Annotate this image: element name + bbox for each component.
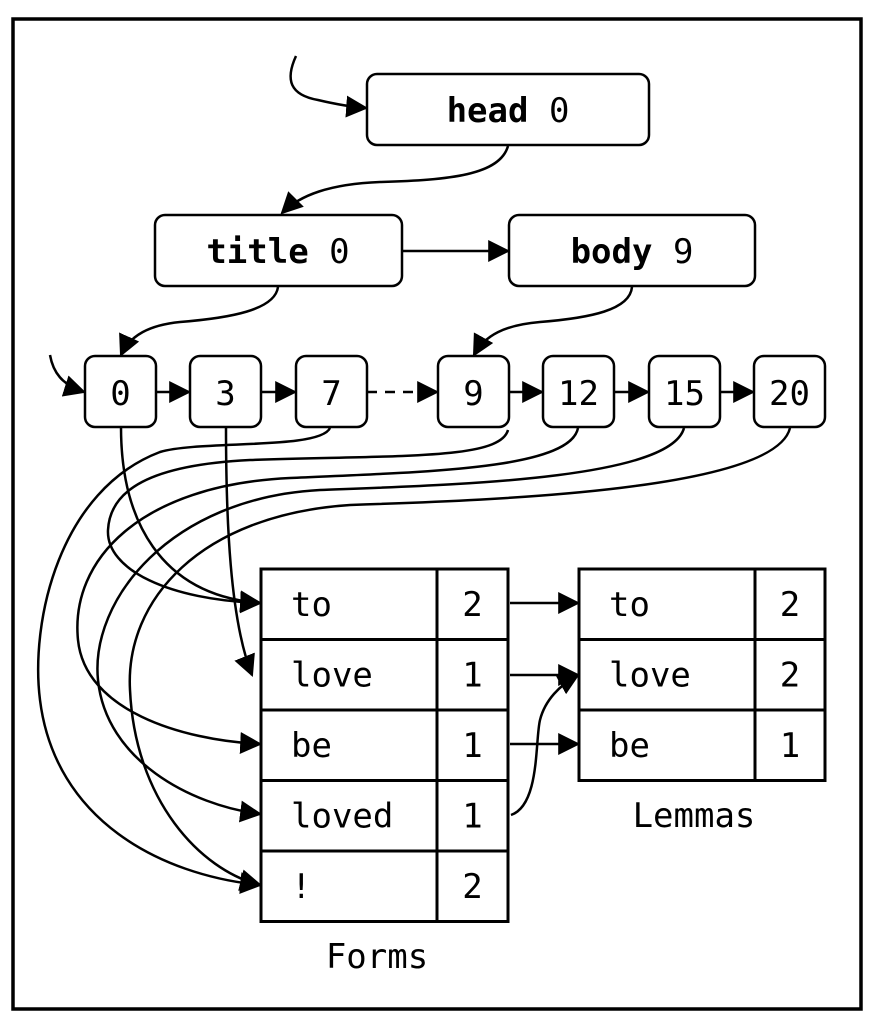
edge-token15-form-loved (96, 427, 686, 823)
lemmas-label: Lemmas (633, 796, 756, 836)
edge-token0-form-to (119, 426, 263, 613)
lemma-cell (577, 708, 757, 782)
form-cell (259, 849, 439, 923)
element-name: title (206, 232, 308, 272)
element-node-body: body 9 (507, 213, 757, 288)
token-offset: 12 (558, 374, 599, 414)
count-cell (435, 708, 510, 782)
token-node: 0 (83, 354, 158, 429)
token-offset: 3 (215, 374, 235, 414)
count-cell (435, 638, 510, 712)
forms-row: be 1 (259, 708, 510, 782)
lemma-count: 2 (780, 585, 800, 625)
token-node: 7 (294, 354, 369, 429)
token-offset: 0 (110, 374, 130, 414)
token-node: 20 (752, 354, 827, 429)
edge-body-token9 (472, 286, 634, 357)
element-node-title: title 0 (153, 213, 404, 288)
token-node: 9 (436, 354, 511, 429)
lemmas-row: be 1 (577, 708, 827, 782)
lemma-text: be (609, 726, 650, 766)
form-text: be (291, 726, 332, 766)
lemmas-table: to 2 love 2 be 1 (577, 567, 827, 782)
svg-text:title 0: title 0 (206, 232, 349, 272)
count-cell (435, 779, 510, 853)
token-offset: 9 (463, 374, 483, 414)
form-count: 2 (462, 867, 482, 907)
token-offset: 7 (321, 374, 341, 414)
outer-frame (11, 17, 863, 1011)
lemmas-row: to 2 (577, 567, 827, 641)
token-chain: 0 3 7 9 12 15 20 (83, 354, 827, 429)
token-box (294, 354, 369, 429)
element-name: body (571, 232, 653, 272)
form-count: 1 (462, 797, 482, 837)
forms-row: loved 1 (259, 779, 510, 853)
lemma-text: love (609, 656, 691, 696)
edge-head-title (280, 145, 510, 215)
token-box (752, 354, 827, 429)
form-text: to (291, 585, 332, 625)
edge-token7-form-bang (36, 427, 332, 894)
form-cell (259, 567, 439, 641)
form-cell (259, 638, 439, 712)
token-node: 12 (541, 354, 616, 429)
form-text: loved (291, 797, 393, 837)
form-count: 1 (462, 726, 482, 766)
count-cell (435, 849, 510, 923)
edge-title-token0 (119, 286, 280, 358)
token-node: 3 (188, 354, 263, 429)
form-text: ! (291, 867, 311, 907)
form-text: love (291, 656, 373, 696)
lemmas-row: love 2 (577, 638, 827, 712)
forms-label: Forms (326, 937, 428, 977)
count-cell (753, 708, 827, 782)
form-count: 1 (462, 656, 482, 696)
edge-token9-form-to (106, 429, 510, 614)
element-name: head (447, 91, 529, 131)
forms-row: to 2 (259, 567, 510, 641)
token-offset: 15 (664, 374, 705, 414)
svg-text:head 0: head 0 (447, 91, 570, 131)
token-node: 15 (647, 354, 722, 429)
token-box (188, 354, 263, 429)
token-box (541, 354, 616, 429)
count-cell (753, 638, 827, 712)
lemma-text: to (609, 585, 650, 625)
edge-entry-token0 (48, 354, 87, 397)
token-offset: 20 (769, 374, 810, 414)
element-value: 0 (329, 232, 349, 272)
token-box (436, 354, 511, 429)
lemma-cell (577, 567, 757, 641)
edge-token3-form-love (224, 426, 255, 678)
count-cell (435, 567, 510, 641)
edge-token20-form-bang (128, 427, 792, 891)
element-value: 0 (549, 91, 569, 131)
token-box (83, 354, 158, 429)
form-count: 2 (462, 585, 482, 625)
forms-row: love 1 (259, 638, 510, 712)
element-value: 9 (673, 232, 693, 272)
edges (36, 55, 792, 894)
token-box (647, 354, 722, 429)
forms-row: !2 (259, 849, 510, 923)
edge-form-loved-lemma-love (510, 673, 580, 817)
lemma-count: 1 (780, 726, 800, 766)
svg-text:body 9: body 9 (571, 232, 694, 272)
element-node-head: head 0 (365, 72, 651, 147)
form-cell (259, 708, 439, 782)
lemma-count: 2 (780, 656, 800, 696)
edge-entry-head (289, 55, 369, 118)
